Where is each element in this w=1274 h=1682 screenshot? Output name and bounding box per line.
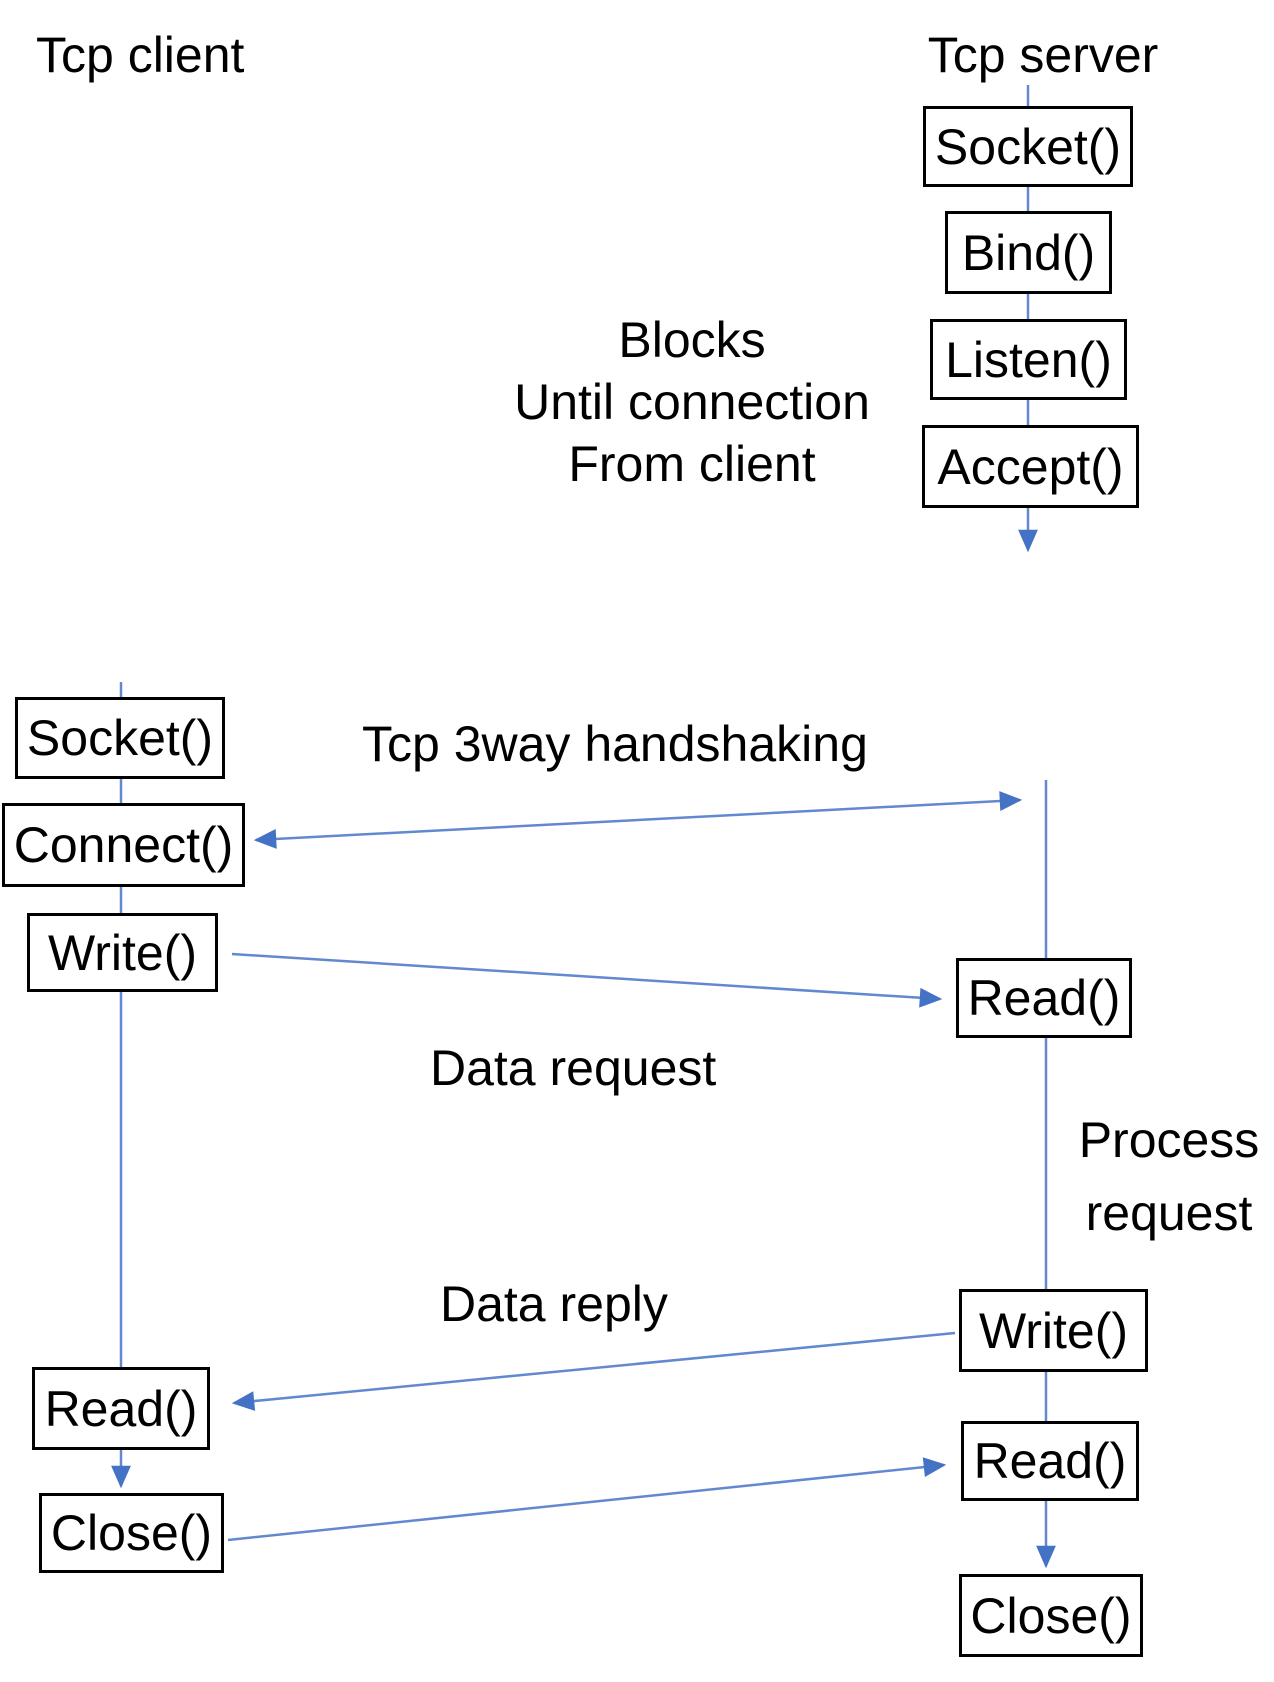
blocks-note-line: Until connection [514, 374, 870, 430]
process-request-note: Process request [1054, 1104, 1274, 1250]
blocks-note-line: From client [568, 436, 816, 492]
data-reply-arrow [231, 1331, 956, 1411]
server-bind-box: Bind() [945, 211, 1112, 294]
server-read-request-box: Read() [956, 958, 1132, 1038]
server-write-box: Write() [959, 1289, 1148, 1372]
client-socket-box: Socket() [15, 697, 225, 779]
process-note-line: Process [1078, 1112, 1260, 1168]
process-note-line: request [1085, 1185, 1253, 1241]
client-read-box: Read() [32, 1367, 210, 1450]
server-listen-box: Listen() [930, 319, 1127, 400]
data-request-label: Data request [430, 1040, 717, 1096]
server-close-box: Close() [959, 1574, 1143, 1657]
server-read-close-box: Read() [961, 1421, 1139, 1501]
client-write-box: Write() [27, 913, 218, 992]
data-reply-label: Data reply [440, 1276, 668, 1332]
client-close-box: Close() [39, 1493, 224, 1573]
handshake-double-arrow [253, 791, 1023, 849]
close-to-read-arrow [227, 1457, 947, 1542]
client-connect-box: Connect() [2, 803, 245, 887]
server-column-title: Tcp server [927, 27, 1159, 83]
handshake-label: Tcp 3way handshaking [362, 716, 868, 772]
server-socket-box: Socket() [923, 106, 1133, 187]
server-accept-box: Accept() [922, 425, 1139, 508]
blocks-note: Blocks Until connection From client [442, 309, 942, 495]
blocks-note-line: Blocks [618, 312, 766, 368]
client-column-title: Tcp client [36, 27, 245, 83]
data-request-arrow [231, 952, 943, 1008]
